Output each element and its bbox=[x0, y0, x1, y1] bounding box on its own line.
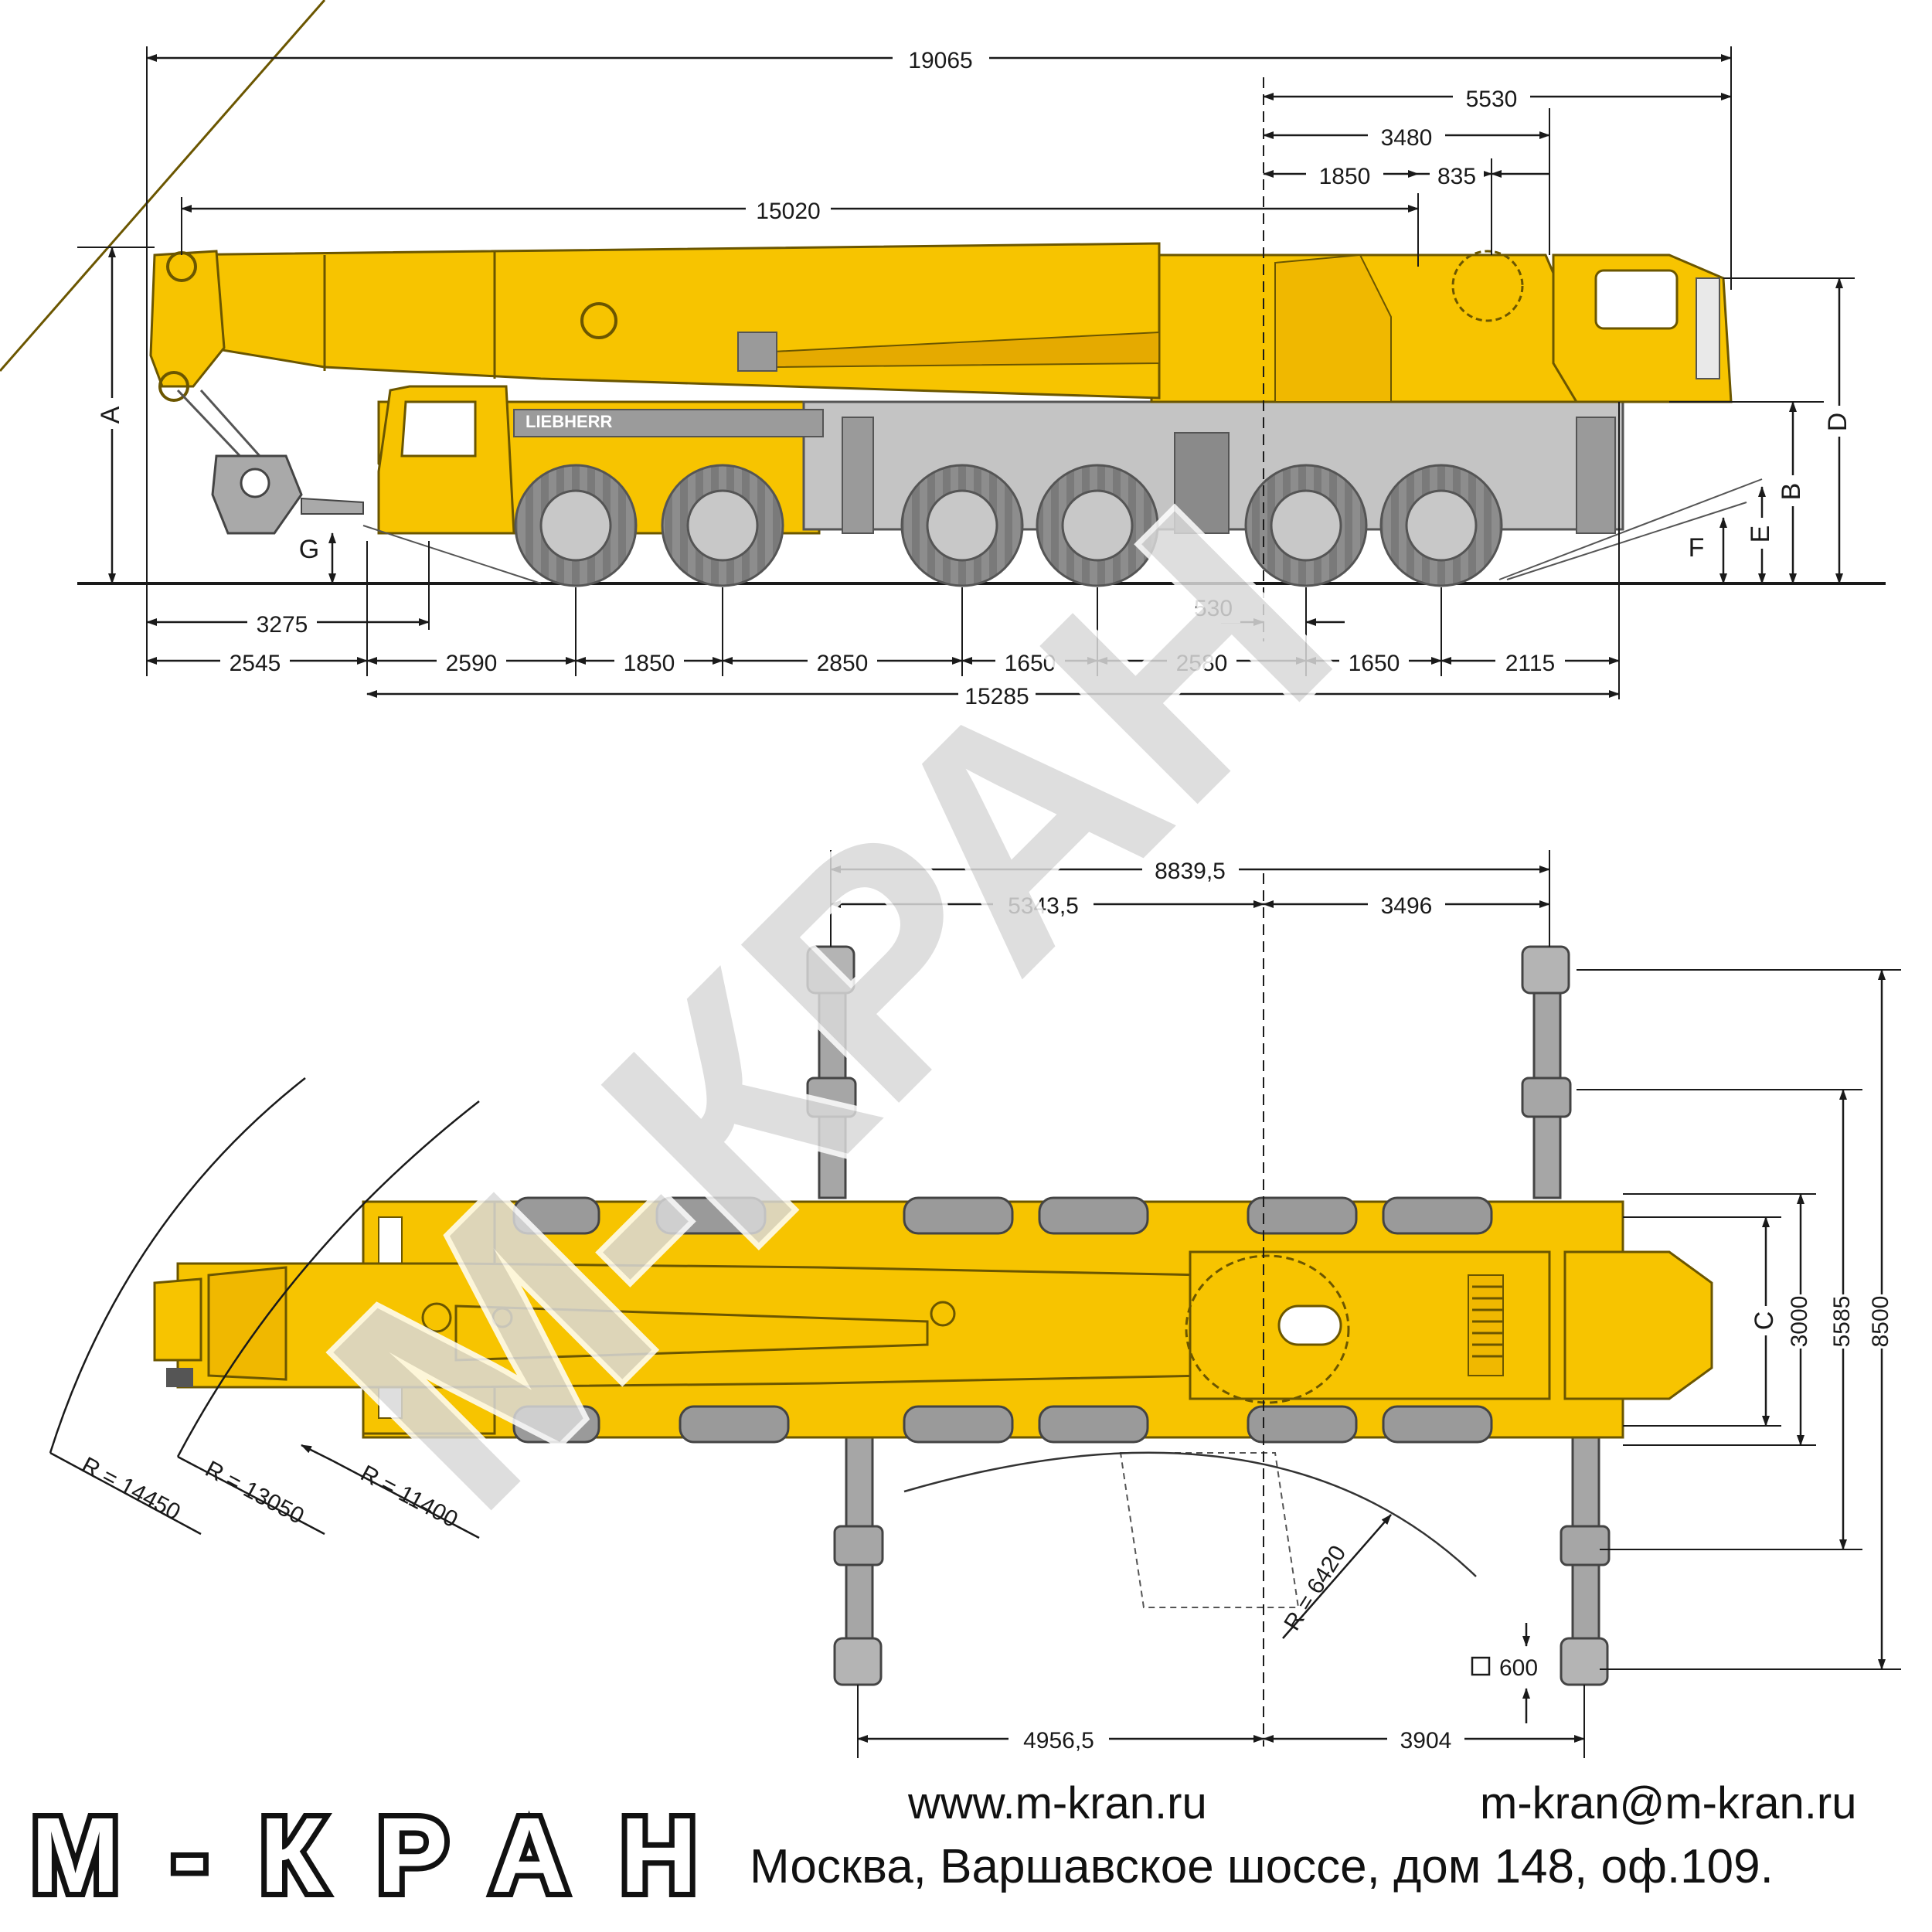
height-label-d: D bbox=[1823, 413, 1852, 432]
dim-3480: 3480 bbox=[1381, 125, 1433, 151]
dim-1850-bottom: 1850 bbox=[624, 651, 675, 676]
dim-1650-a: 1650 bbox=[1005, 651, 1056, 676]
telescopic-boom: LIEBHERR bbox=[0, 0, 1161, 535]
dim-2850: 2850 bbox=[817, 651, 869, 676]
brand-logo: М-КРАН bbox=[26, 1791, 703, 1920]
address-text: Москва, Варшавское шоссе, дом 148, оф.10… bbox=[750, 1840, 1774, 1893]
radius-13050: R = 13050 bbox=[201, 1456, 308, 1529]
tail-swing-arc bbox=[903, 1451, 1477, 1577]
side-view: LIEBHERR bbox=[0, 0, 1886, 709]
dim-2580: 2580 bbox=[1176, 651, 1228, 676]
outrigger-pad bbox=[1560, 1637, 1609, 1686]
departure-angle-line bbox=[1498, 478, 1763, 580]
hook-block bbox=[176, 389, 364, 535]
boom-top bbox=[153, 1262, 1207, 1389]
dim-3000: 3000 bbox=[1787, 1296, 1812, 1348]
dim-4956-5: 4956,5 bbox=[1023, 1728, 1094, 1753]
radius-6420: R = 6420 bbox=[1279, 1541, 1351, 1634]
swing-ghost-outline bbox=[1119, 1452, 1300, 1608]
dim-8500: 8500 bbox=[1868, 1296, 1893, 1348]
tyres-top bbox=[512, 1196, 1493, 1444]
dim-2115: 2115 bbox=[1505, 651, 1556, 676]
dim-3904: 3904 bbox=[1400, 1728, 1452, 1753]
dim-5530: 5530 bbox=[1466, 87, 1518, 112]
logo-text: М-КРАН bbox=[31, 1796, 703, 1915]
dim-1650-b: 1650 bbox=[1349, 651, 1400, 676]
height-label-e: E bbox=[1746, 526, 1775, 543]
email-link[interactable]: m-kran@m-kran.ru bbox=[1480, 1778, 1857, 1828]
dim-3496: 3496 bbox=[1381, 893, 1433, 919]
height-label-b: B bbox=[1777, 483, 1806, 501]
radius-14450: R = 14450 bbox=[77, 1452, 184, 1526]
side-top-dimension-lines bbox=[146, 54, 1732, 213]
website-link[interactable]: www.m-kran.ru bbox=[908, 1778, 1207, 1828]
top-view: R = 14450 R = 13050 R = 11400 R = 6420 bbox=[49, 850, 1901, 1758]
top-extension-lines bbox=[830, 850, 1901, 1758]
turret-top bbox=[1185, 1250, 1713, 1404]
dim-overall-length: 19065 bbox=[908, 48, 972, 73]
height-label-a: A bbox=[96, 406, 125, 423]
hoist-drum bbox=[1472, 1285, 1503, 1358]
dim-530: 530 bbox=[1194, 596, 1233, 621]
dim-2590: 2590 bbox=[446, 651, 498, 676]
driver-cab bbox=[377, 385, 515, 535]
outriggers bbox=[806, 945, 1611, 1686]
outrigger-pad bbox=[833, 1637, 883, 1686]
swing-radius-arcs bbox=[49, 1077, 480, 1458]
dim-15020: 15020 bbox=[756, 199, 820, 224]
dim-3275: 3275 bbox=[257, 612, 308, 638]
dim-1850-top: 1850 bbox=[1319, 164, 1371, 189]
height-label-f: F bbox=[1689, 533, 1705, 563]
height-label-g: G bbox=[299, 535, 319, 564]
dim-8839-5: 8839,5 bbox=[1155, 859, 1226, 884]
outrigger-pad bbox=[1521, 945, 1570, 995]
width-label-c: C bbox=[1750, 1311, 1779, 1331]
crane-superstructure bbox=[1150, 250, 1733, 403]
boom-head bbox=[149, 250, 226, 388]
approach-angle-line bbox=[362, 525, 542, 584]
manufacturer-mark: LIEBHERR bbox=[526, 412, 613, 431]
dim-835: 835 bbox=[1437, 164, 1476, 189]
dim-5343-5: 5343,5 bbox=[1008, 893, 1079, 919]
radius-leaders bbox=[49, 1444, 1392, 1639]
cab-top bbox=[1563, 1250, 1713, 1400]
dim-5585: 5585 bbox=[1829, 1296, 1855, 1348]
dim-2545: 2545 bbox=[230, 651, 281, 676]
pad-square-icon bbox=[1471, 1656, 1491, 1676]
dim-15285: 15285 bbox=[964, 684, 1029, 709]
pad-size-600: 600 bbox=[1499, 1655, 1538, 1681]
wheels bbox=[514, 464, 1503, 587]
